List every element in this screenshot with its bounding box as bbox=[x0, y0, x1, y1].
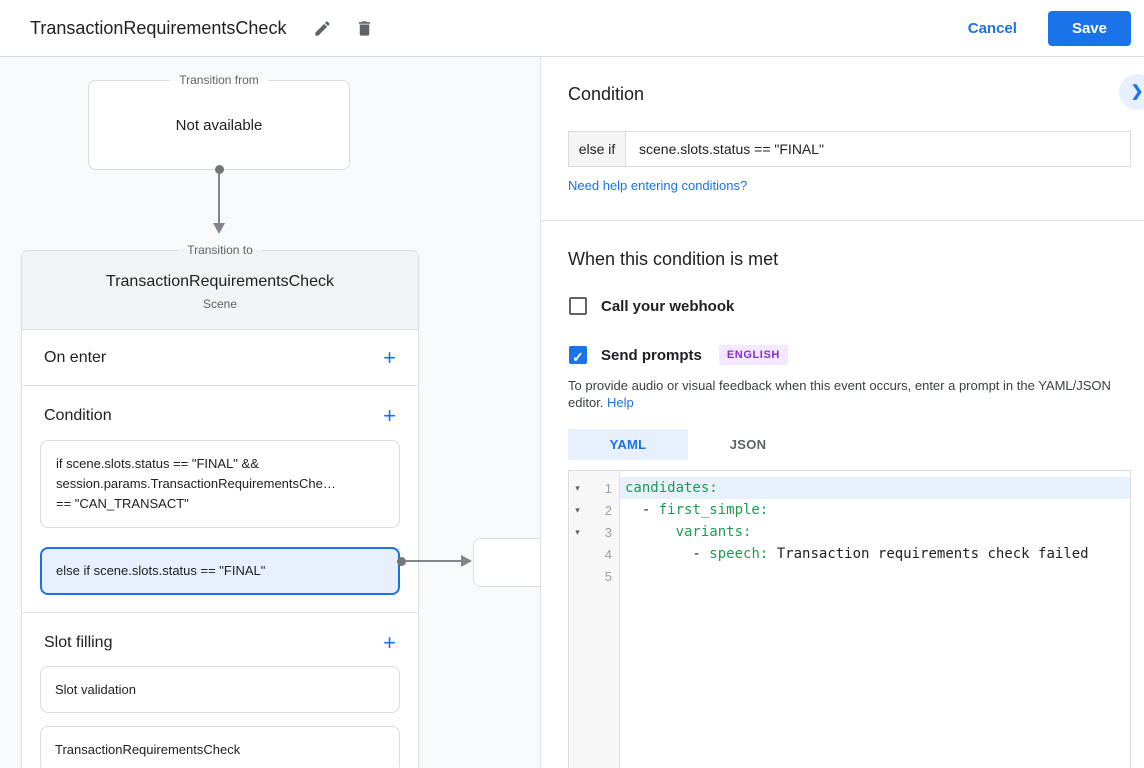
line-number: 4 bbox=[604, 546, 612, 562]
cancel-button[interactable]: Cancel bbox=[967, 19, 1017, 37]
page-title: TransactionRequirementsCheck bbox=[30, 17, 287, 38]
webhook-row: Call your webhook bbox=[569, 297, 734, 315]
code-line: - speech: Transaction requirements check… bbox=[620, 543, 1130, 565]
checkmark-icon: ✓ bbox=[572, 349, 584, 365]
webhook-checkbox[interactable] bbox=[569, 297, 587, 315]
webhook-label[interactable]: Call your webhook bbox=[601, 297, 735, 315]
fold-toggle-icon[interactable]: ▾ bbox=[575, 482, 580, 493]
delete-scene-button[interactable] bbox=[352, 16, 376, 40]
slot-filling-label: Slot filling bbox=[44, 634, 113, 651]
collapse-panel-button[interactable]: ❯ bbox=[1119, 74, 1144, 110]
yaml-key: variants: bbox=[675, 524, 752, 540]
code-line bbox=[620, 565, 1130, 587]
line-number: 2 bbox=[604, 502, 612, 518]
yaml-key: speech: bbox=[709, 546, 769, 562]
slot-item-trc[interactable]: TransactionRequirementsCheck bbox=[40, 726, 400, 768]
yaml-editor[interactable]: ▾ 1 ▾ 2 ▾ 3 4 5 candidates: - first_simple:… bbox=[568, 470, 1131, 768]
panel-divider bbox=[541, 220, 1144, 221]
line-number: 1 bbox=[604, 480, 612, 496]
send-prompts-checkbox[interactable]: ✓ bbox=[569, 346, 587, 365]
description-text: To provide audio or visual feedback when… bbox=[568, 378, 1111, 410]
code-line: - first_simple: bbox=[620, 499, 1130, 521]
slot-filling-section: Slot filling + Slot validation Transacti… bbox=[22, 612, 418, 768]
transition-from-value: Not available bbox=[175, 116, 263, 134]
on-enter-label: On enter bbox=[44, 348, 107, 366]
chevron-right-icon: ❯ bbox=[1130, 83, 1144, 100]
panel-title: Condition bbox=[568, 84, 645, 104]
fold-toggle-icon[interactable]: ▾ bbox=[575, 526, 580, 537]
plus-icon: + bbox=[383, 344, 396, 370]
connector-line bbox=[406, 560, 461, 562]
plus-icon: + bbox=[383, 630, 396, 655]
scene-title: TransactionRequirementsCheck bbox=[106, 273, 334, 290]
condition-item-if[interactable]: if scene.slots.status == "FINAL" && sess… bbox=[40, 440, 400, 528]
slot-item-text: TransactionRequirementsCheck bbox=[55, 742, 241, 757]
condition-item-elseif-selected[interactable]: else if scene.slots.status == "FINAL" bbox=[40, 547, 400, 595]
scene-card-header: TransactionRequirementsCheck Scene bbox=[22, 251, 418, 330]
editor-code-area[interactable]: candidates: - first_simple: variants: - … bbox=[620, 471, 1130, 768]
transition-from-box: Transition from Not available bbox=[88, 73, 350, 170]
tab-yaml[interactable]: YAML bbox=[568, 429, 688, 460]
send-prompts-label[interactable]: Send prompts bbox=[601, 346, 702, 364]
add-slot-button[interactable]: + bbox=[383, 632, 396, 654]
line-number: 5 bbox=[604, 568, 612, 584]
send-prompts-row: ✓ Send prompts ENGLISH bbox=[569, 345, 788, 365]
yaml-key: candidates: bbox=[625, 480, 718, 496]
connector-dot bbox=[397, 557, 406, 566]
scene-type: Scene bbox=[202, 297, 238, 311]
save-button[interactable]: Save bbox=[1047, 10, 1131, 46]
code-line: variants: bbox=[620, 521, 1130, 543]
scene-card: Transition to TransactionRequirementsChe… bbox=[21, 243, 419, 768]
editor-tabs: YAML JSON bbox=[568, 429, 808, 460]
connector-line bbox=[218, 174, 220, 223]
slot-item-validation[interactable]: Slot validation bbox=[40, 666, 400, 713]
condition-section-head: Condition + bbox=[22, 386, 418, 427]
tab-json[interactable]: JSON bbox=[688, 429, 808, 460]
transition-to-label: Transition to bbox=[178, 243, 262, 257]
editor-gutter: ▾ 1 ▾ 2 ▾ 3 4 5 bbox=[569, 471, 620, 768]
yaml-indent bbox=[625, 524, 676, 540]
flow-canvas: Transition from Not available Transition… bbox=[0, 57, 540, 768]
language-badge: ENGLISH bbox=[718, 345, 788, 365]
arrowhead-down-icon bbox=[213, 223, 225, 234]
yaml-indent: - bbox=[625, 546, 710, 562]
yaml-key: first_simple: bbox=[658, 502, 769, 518]
slot-filling-head: Slot filling + bbox=[22, 613, 418, 654]
add-on-enter-button[interactable]: + bbox=[383, 344, 396, 370]
condition-text-line: session.params.TransactionRequirementsCh… bbox=[56, 476, 336, 491]
on-enter-row: On enter + bbox=[22, 330, 418, 386]
when-met-title: When this condition is met bbox=[568, 249, 779, 269]
transition-from-label: Transition from bbox=[170, 73, 268, 87]
prompts-description: To provide audio or visual feedback when… bbox=[568, 377, 1140, 411]
line-number: 3 bbox=[604, 524, 612, 540]
transition-target-box[interactable] bbox=[473, 538, 540, 587]
help-link[interactable]: Help bbox=[607, 395, 634, 410]
condition-text: else if scene.slots.status == "FINAL" bbox=[56, 563, 266, 578]
connector-dot bbox=[215, 165, 224, 174]
yaml-value: Transaction requirements check failed bbox=[768, 546, 1089, 562]
slot-item-text: Slot validation bbox=[55, 682, 136, 697]
condition-prefix: else if bbox=[569, 132, 626, 166]
add-condition-button[interactable]: + bbox=[383, 405, 396, 427]
code-line: candidates: bbox=[620, 477, 1130, 499]
condition-help-link[interactable]: Need help entering conditions? bbox=[568, 178, 748, 193]
edit-scene-button[interactable] bbox=[310, 16, 334, 40]
condition-input[interactable] bbox=[626, 132, 1130, 166]
condition-section: Condition + if scene.slots.status == "FI… bbox=[22, 386, 418, 595]
condition-input-row: else if bbox=[568, 131, 1131, 167]
trash-icon bbox=[358, 20, 370, 36]
pencil-icon bbox=[315, 20, 330, 36]
yaml-indent: - bbox=[625, 502, 659, 518]
condition-text-line: if scene.slots.status == "FINAL" && bbox=[56, 456, 259, 471]
arrowhead-right-icon bbox=[461, 555, 472, 567]
condition-detail-panel: Condition ❯ else if Need help entering c… bbox=[540, 57, 1144, 768]
condition-text-line: == "CAN_TRANSACT" bbox=[56, 496, 189, 511]
top-bar: TransactionRequirementsCheck Cancel Save bbox=[0, 0, 1144, 57]
fold-toggle-icon[interactable]: ▾ bbox=[575, 504, 580, 515]
plus-icon: + bbox=[383, 403, 396, 428]
condition-label: Condition bbox=[44, 407, 112, 424]
